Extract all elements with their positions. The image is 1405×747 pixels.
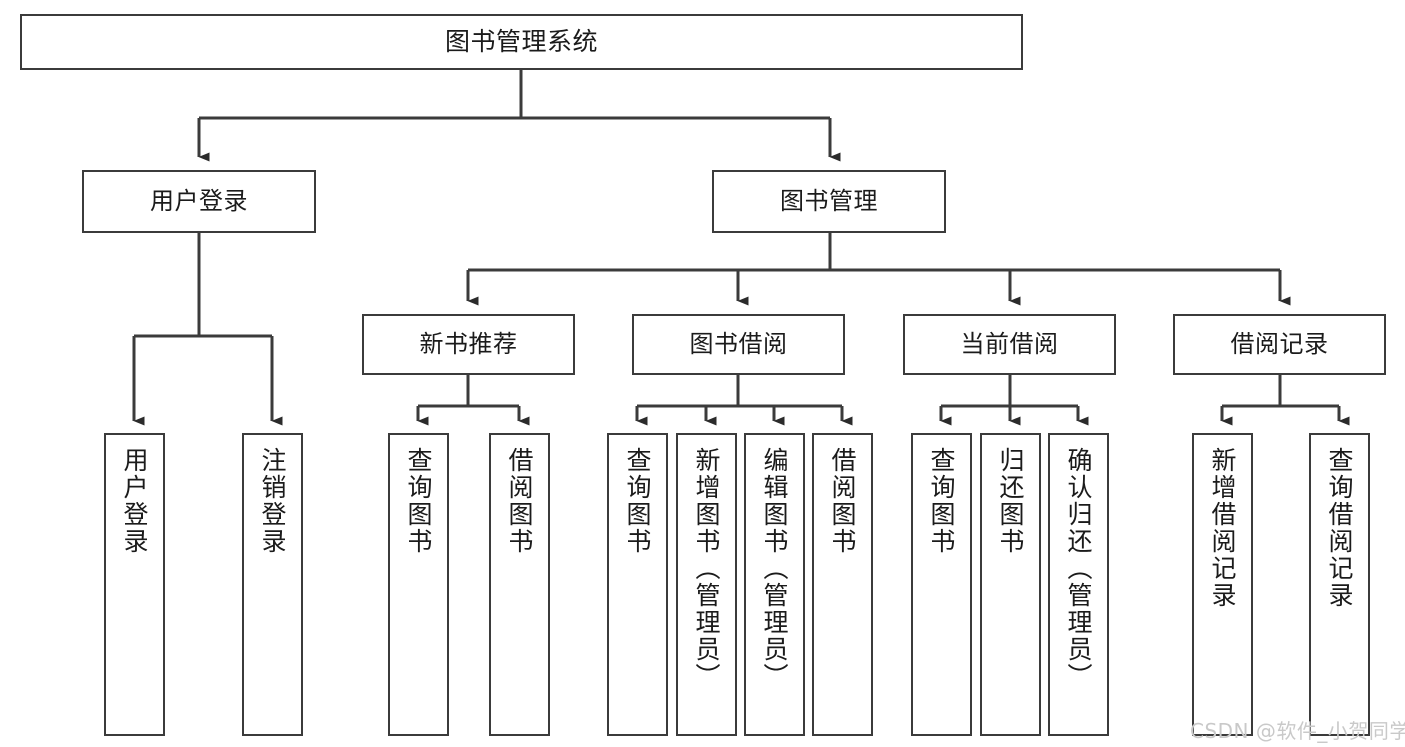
node-leaf-query-book-2-label: 查询图书 (623, 447, 652, 555)
node-leaf-return-book-label: 归还图书 (996, 447, 1025, 555)
node-leaf-borrow-book-1[interactable]: 借阅图书 (489, 433, 550, 736)
node-leaf-logout-login-label: 注销登录 (258, 447, 287, 555)
node-leaf-user-login[interactable]: 用户登录 (104, 433, 165, 736)
node-leaf-add-borrow-record-label: 新增借阅记录 (1208, 447, 1237, 609)
node-book-borrow[interactable]: 图书借阅 (632, 314, 845, 375)
node-user-login[interactable]: 用户登录 (82, 170, 316, 233)
node-leaf-add-borrow-record[interactable]: 新增借阅记录 (1192, 433, 1253, 736)
node-book-manage[interactable]: 图书管理 (712, 170, 946, 233)
node-leaf-query-borrow-record-label: 查询借阅记录 (1325, 447, 1354, 609)
node-book-manage-label: 图书管理 (780, 187, 878, 216)
node-leaf-query-book-3[interactable]: 查询图书 (911, 433, 972, 736)
node-borrow-record-label: 借阅记录 (1230, 330, 1329, 359)
node-leaf-query-borrow-record[interactable]: 查询借阅记录 (1309, 433, 1370, 736)
node-new-book-recommend[interactable]: 新书推荐 (362, 314, 575, 375)
node-new-book-recommend-label: 新书推荐 (419, 330, 518, 359)
node-leaf-edit-book-admin[interactable]: 编辑图书（管理员） (744, 433, 805, 736)
node-leaf-query-book-1[interactable]: 查询图书 (388, 433, 449, 736)
node-leaf-edit-book-admin-label: 编辑图书（管理员） (760, 447, 789, 690)
csdn-watermark: CSDN @软件_小贺同学 (1190, 719, 1405, 743)
node-leaf-logout-login[interactable]: 注销登录 (242, 433, 303, 736)
node-leaf-return-book[interactable]: 归还图书 (980, 433, 1041, 736)
node-leaf-add-book-admin-label: 新增图书（管理员） (692, 447, 721, 690)
node-leaf-add-book-admin[interactable]: 新增图书（管理员） (676, 433, 737, 736)
node-leaf-borrow-book-2-label: 借阅图书 (828, 447, 857, 555)
node-leaf-borrow-book-2[interactable]: 借阅图书 (812, 433, 873, 736)
node-leaf-query-book-3-label: 查询图书 (927, 447, 956, 555)
node-user-login-label: 用户登录 (150, 187, 248, 216)
node-book-borrow-label: 图书借阅 (689, 330, 788, 359)
node-current-borrow[interactable]: 当前借阅 (903, 314, 1116, 375)
node-borrow-record[interactable]: 借阅记录 (1173, 314, 1386, 375)
node-current-borrow-label: 当前借阅 (960, 330, 1059, 359)
node-root-system-label: 图书管理系统 (444, 27, 598, 57)
node-leaf-confirm-return-admin[interactable]: 确认归还（管理员） (1048, 433, 1109, 736)
node-root-system[interactable]: 图书管理系统 (20, 14, 1023, 70)
node-leaf-user-login-label: 用户登录 (120, 447, 149, 555)
node-leaf-confirm-return-admin-label: 确认归还（管理员） (1064, 447, 1093, 690)
node-leaf-borrow-book-1-label: 借阅图书 (505, 447, 534, 555)
node-leaf-query-book-1-label: 查询图书 (404, 447, 433, 555)
node-leaf-query-book-2[interactable]: 查询图书 (607, 433, 668, 736)
